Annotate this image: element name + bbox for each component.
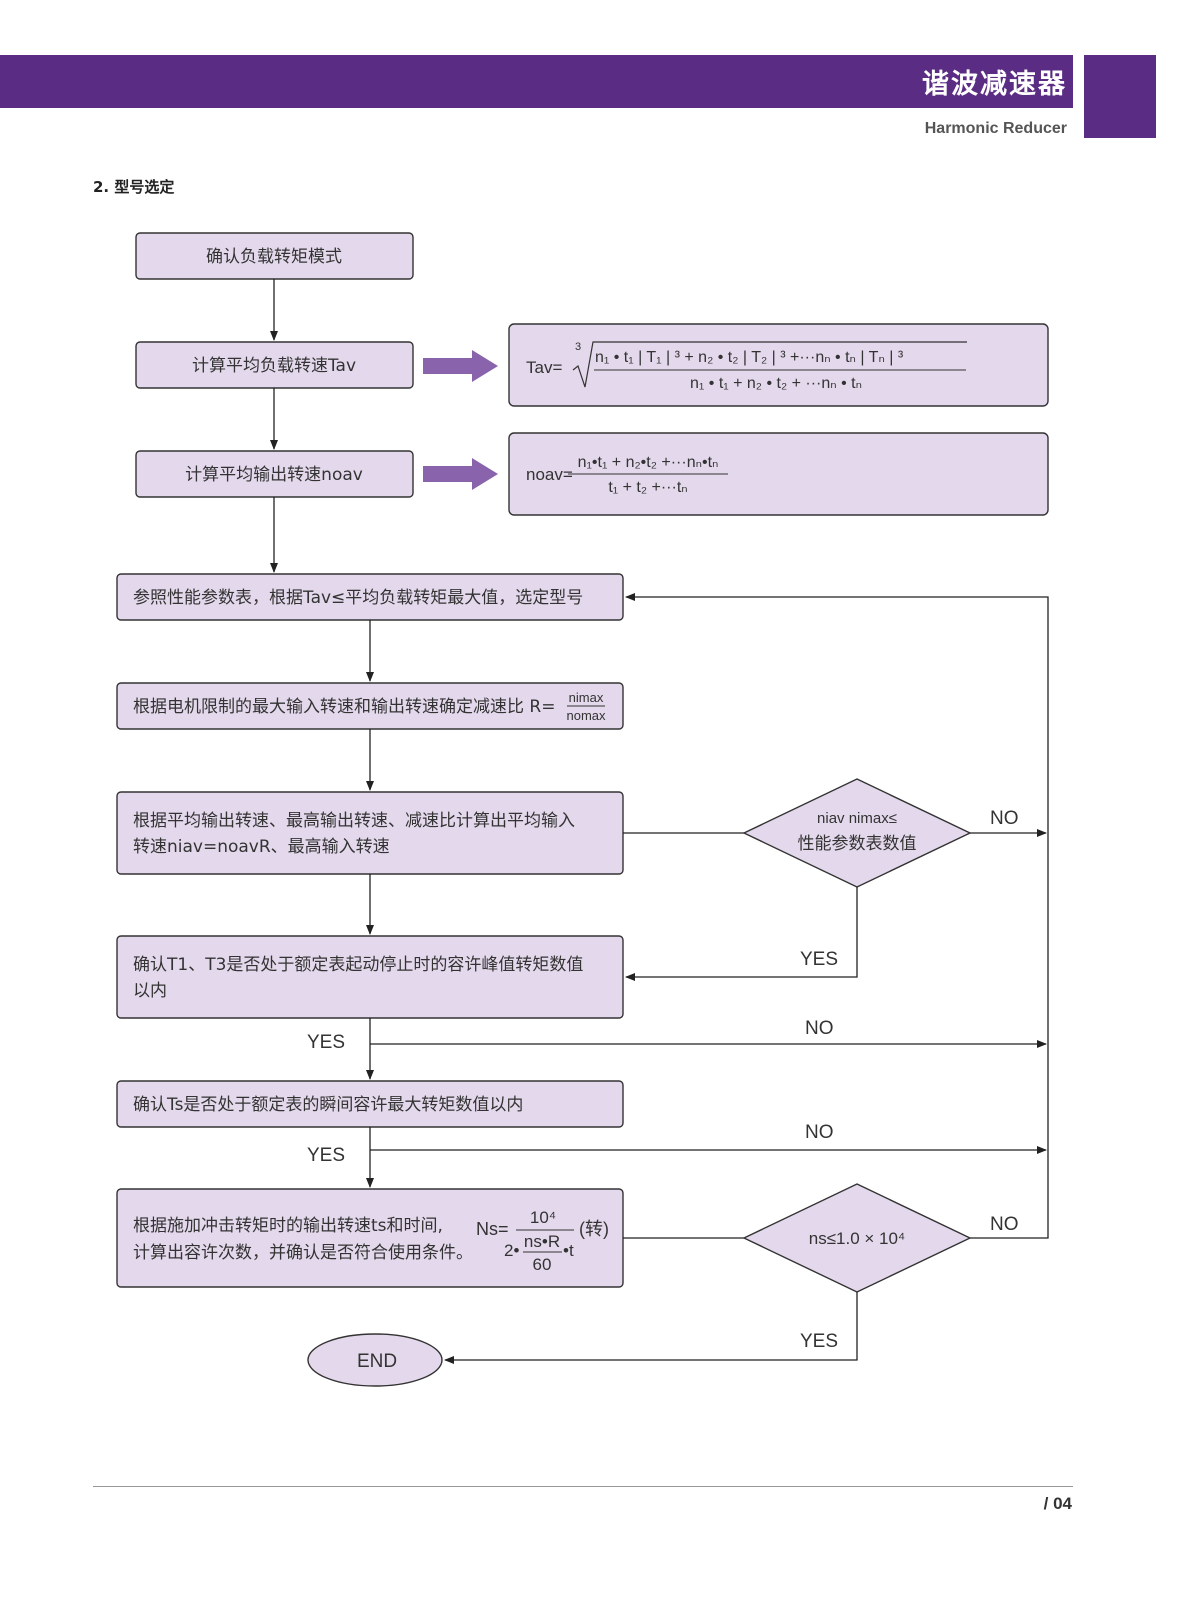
label-yes-decision2: YES — [800, 1331, 838, 1352]
decision-input-speed-line1: niav nimax≤ — [817, 810, 897, 827]
tav-root-index: 3 — [575, 341, 581, 353]
ns-numerator: 10⁴ — [530, 1208, 556, 1227]
ns-inner-denominator: 60 — [533, 1255, 552, 1274]
ns-denominator-suffix: •t — [563, 1241, 574, 1260]
block-arrow-noav — [423, 458, 498, 490]
ns-unit: (转) — [579, 1219, 609, 1239]
tav-denominator: n₁ • t₁ + n₂ • t₂ + ···nₙ • tₙ — [690, 375, 862, 392]
tav-numerator: n₁ • t₁ | T₁ | ³ + n₂ • t₂ | T₂ | ³ +···… — [595, 349, 904, 366]
label-no-decision2: NO — [990, 1214, 1019, 1235]
noav-denominator: t₁ + t₂ +···tₙ — [608, 479, 687, 496]
decision-allowable-count-label: ns≤1.0 × 10⁴ — [809, 1229, 906, 1248]
box-calc-tav-label: 计算平均负载转速Tav — [192, 356, 356, 376]
noav-prefix: noav= — [526, 465, 573, 484]
noav-numerator: n₁•t₁ + n₂•t₂ +···nₙ•tₙ — [578, 454, 719, 471]
label-no-decision1: NO — [990, 808, 1019, 829]
label-yes-b8: YES — [307, 1145, 345, 1166]
block-arrow-tav — [423, 350, 498, 382]
arrow-decision2-yes-end — [444, 1292, 858, 1364]
header-accent-block — [1084, 55, 1156, 138]
section-title: 2. 型号选定 — [93, 178, 175, 196]
terminator-end-label: END — [357, 1351, 397, 1372]
ns-prefix: Ns= — [476, 1219, 509, 1239]
label-no-b8: NO — [805, 1122, 834, 1143]
tav-radical — [572, 341, 967, 388]
page-number: / 04 — [1043, 1494, 1072, 1513]
box-confirm-peak-torque — [116, 935, 624, 1019]
box-calc-input-speed — [116, 791, 624, 875]
formula-box-noav — [508, 432, 1049, 516]
box-calc-input-speed-line1: 根据平均输出转速、最高输出转速、减速比计算出平均输入 — [133, 811, 575, 831]
ns-inner-numerator: ns•R — [524, 1232, 560, 1251]
box-confirm-peak-torque-line1: 确认T1、T3是否处于额定表起动停止时的容许峰值转矩数值 — [133, 955, 583, 975]
box-calc-allowable-count-line1: 根据施加冲击转矩时的输出转速ts和时间, — [133, 1216, 443, 1236]
box-calc-noav-label: 计算平均输出转速noav — [185, 465, 363, 485]
decision-input-speed-check — [742, 778, 972, 888]
ratio-denominator: nomax — [566, 708, 606, 723]
formula-box-tav — [508, 323, 1049, 407]
ratio-numerator: nimax — [569, 690, 604, 705]
terminator-end — [307, 1333, 443, 1387]
box-determine-ratio-label: 根据电机限制的最大输入转速和输出转速确定减速比 R= — [133, 697, 555, 717]
header-subtitle: Harmonic Reducer — [924, 120, 1067, 137]
header-band — [0, 55, 1073, 108]
box-confirm-max-torque-label: 确认Ts是否处于额定表的瞬间容许最大转矩数值以内 — [133, 1095, 523, 1115]
decision-input-speed-line2: 性能参数表数值 — [798, 834, 917, 854]
ns-denominator-prefix: 2• — [504, 1241, 519, 1260]
footer-divider — [93, 1486, 1073, 1487]
tav-prefix: Tav= — [526, 358, 562, 377]
feedback-loop-to-select-model — [625, 593, 1049, 1239]
header-title: 谐波减速器 — [922, 69, 1067, 100]
label-yes-b7: YES — [307, 1032, 345, 1053]
box-confirm-load-torque-label: 确认负载转矩模式 — [206, 247, 342, 267]
arrow-decision1-yes — [625, 887, 858, 981]
label-no-b7: NO — [805, 1018, 834, 1039]
label-yes-decision1: YES — [800, 949, 838, 970]
box-select-model-label: 参照性能参数表，根据Tav≤平均负载转矩最大值，选定型号 — [133, 588, 583, 608]
box-calc-allowable-count-line2: 计算出容许次数，并确认是否符合使用条件。 — [133, 1242, 473, 1263]
box-calc-input-speed-line2: 转速niav=noavR、最高输入转速 — [133, 837, 390, 857]
box-confirm-peak-torque-line2: 以内 — [133, 981, 167, 1001]
